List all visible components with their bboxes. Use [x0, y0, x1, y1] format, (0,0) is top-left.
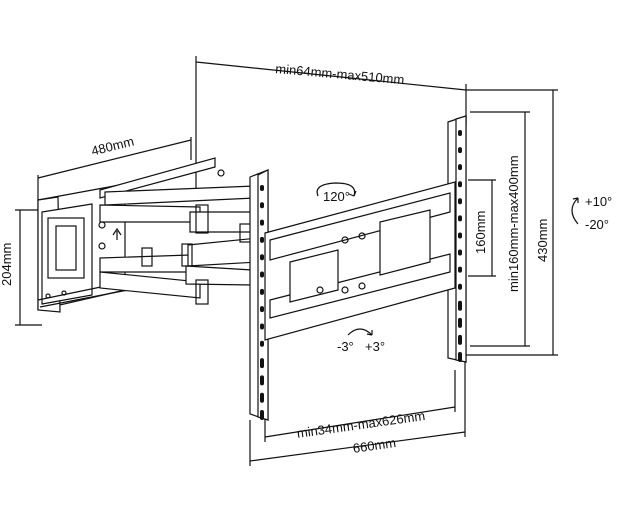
rail-hole: [260, 271, 264, 278]
rail-hole: [260, 219, 264, 226]
level-right-label: +3°: [365, 339, 386, 354]
rail-hole: [458, 147, 462, 154]
rail-hole: [260, 236, 264, 243]
vertical-hole-range-label: min160mm-max400mm: [506, 155, 521, 292]
tilt-down-label: -20°: [585, 217, 609, 232]
articulating-arms: [99, 157, 259, 305]
rail-hole: [260, 323, 264, 330]
swivel-arrow-icon: [316, 182, 356, 197]
rail-hole: [458, 283, 462, 290]
rail-hole: [458, 198, 462, 205]
rail-hole: [260, 375, 264, 386]
rail-hole: [458, 266, 462, 273]
plate-height-label: 204mm: [0, 242, 14, 286]
rail-holes: [260, 130, 462, 420]
rail-hole: [458, 130, 462, 136]
rail-hole: [458, 300, 462, 311]
dimension-lines: [15, 56, 558, 466]
rail-hole: [458, 249, 462, 256]
tilt-arrow-icon: [571, 197, 579, 225]
rail-hole: [260, 358, 264, 369]
rail-hole: [458, 181, 462, 188]
level-left-label: -3°: [337, 339, 354, 354]
rail-hole: [458, 164, 462, 171]
rail-hole: [260, 306, 264, 313]
tv-bracket: [264, 181, 456, 341]
rail-hole: [260, 254, 264, 261]
rail-hole: [458, 215, 462, 222]
level-arrow-icon: [347, 328, 373, 336]
rail-hole: [260, 392, 264, 403]
swivel-label: 120°: [323, 189, 350, 204]
rail-hole: [458, 334, 462, 345]
rail-hole: [260, 288, 264, 295]
vertical-hole-min-label: 160mm: [473, 210, 488, 254]
tilt-up-label: +10°: [585, 194, 613, 209]
bracket-height-label: 430mm: [535, 218, 550, 262]
rail-hole: [260, 410, 264, 420]
rail-hole: [458, 317, 462, 328]
rail-hole: [458, 232, 462, 239]
rail-hole: [260, 185, 264, 191]
rail-hole: [458, 352, 462, 362]
rail-hole: [260, 202, 264, 209]
rail-hole: [260, 340, 264, 347]
